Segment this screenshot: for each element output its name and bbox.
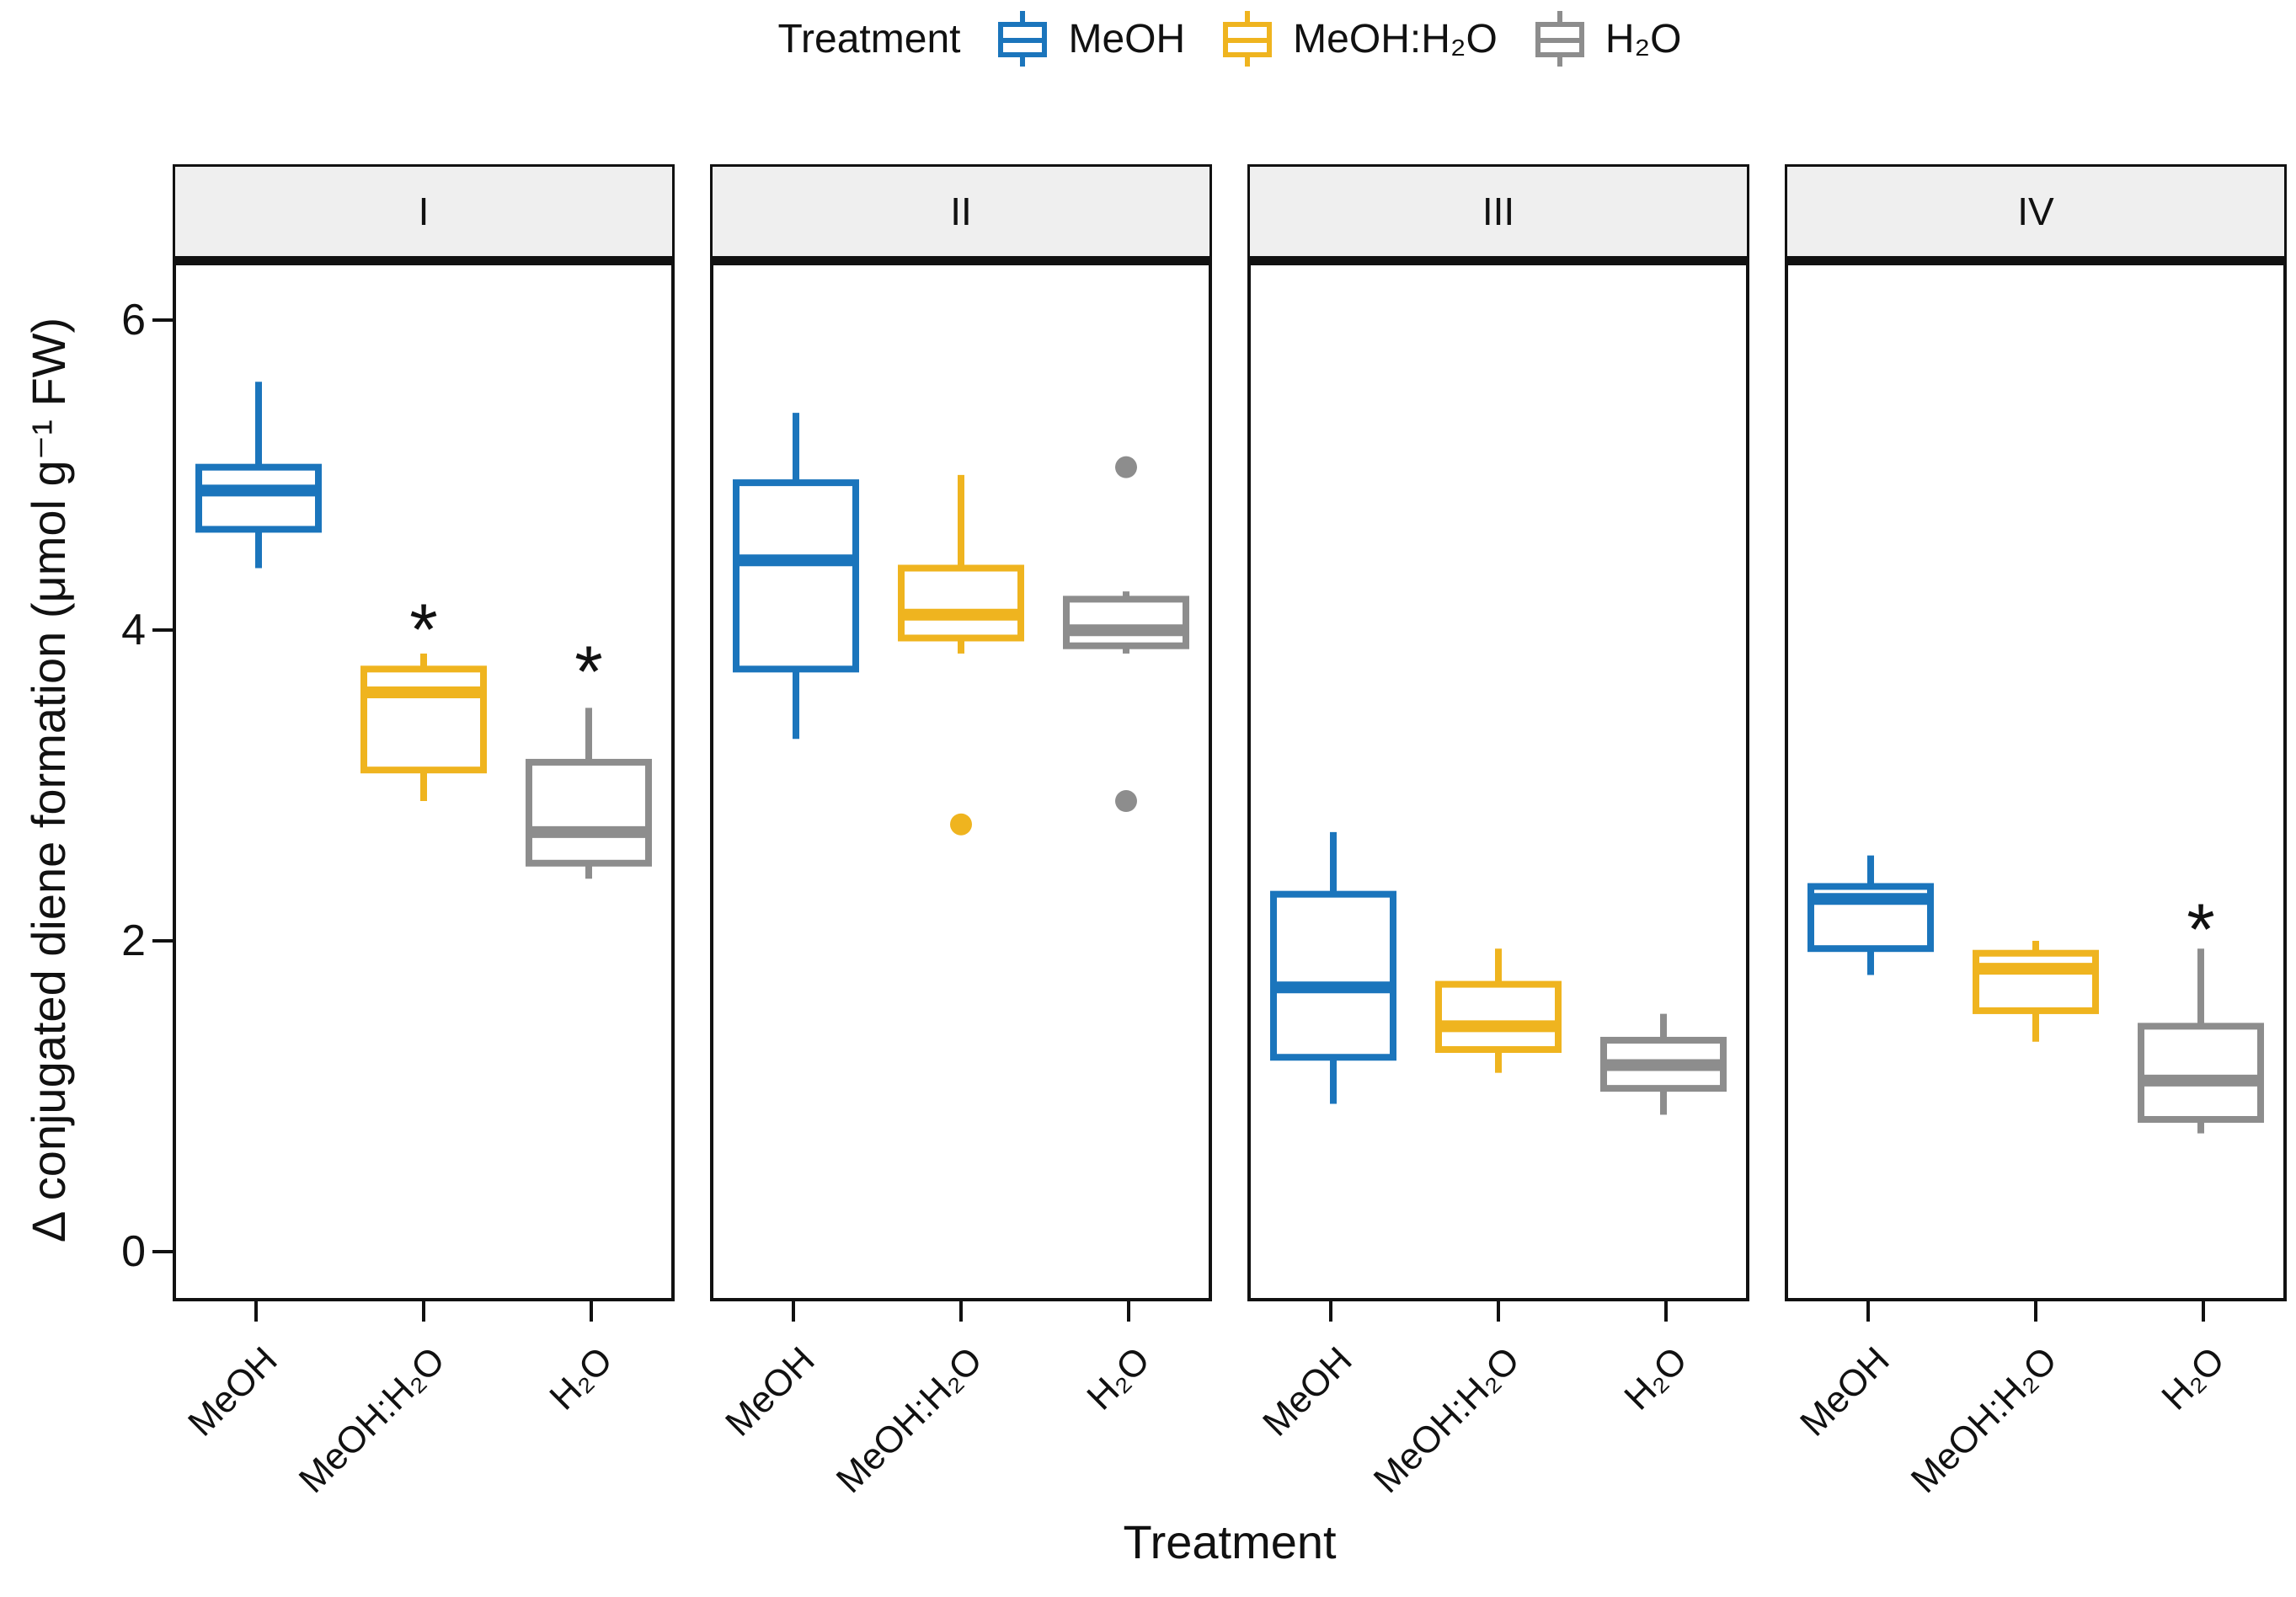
facet-panel-I: ** (173, 259, 675, 1301)
box-II-H₂O (1063, 456, 1189, 813)
y-tick-mark (152, 1249, 173, 1253)
box-IV-H₂O: * (2138, 889, 2264, 1134)
x-tick-mark (959, 1301, 963, 1322)
outlier-point (1115, 790, 1137, 813)
y-tick-label: 6 (121, 295, 146, 345)
box-I-H₂O: * (526, 632, 652, 879)
x-tick-mark (1663, 1301, 1668, 1322)
box-II-MeOH:H₂O (898, 474, 1024, 836)
boxplot-canvas (1270, 831, 1727, 1115)
box-III-MeOH (1270, 831, 1396, 1104)
facet-strip-label: II (950, 190, 972, 233)
legend-entry-label: MeOH (1068, 16, 1186, 61)
legend-entry-1: MeOH (992, 8, 1185, 69)
x-tick-mark (1329, 1301, 1333, 1322)
facet-strip-III: III (1247, 164, 1749, 259)
x-axis-title: Treatment (1123, 1515, 1337, 1568)
x-tick-mark (2034, 1301, 2037, 1322)
boxplot-canvas: ** (195, 382, 652, 879)
x-tick-mark (1497, 1301, 1500, 1322)
outlier-point (1115, 456, 1137, 478)
y-tick-mark (152, 628, 173, 633)
boxplot-key-icon (1535, 11, 1584, 67)
facet-strip-label: III (1482, 190, 1515, 233)
facet-strip-label: I (418, 190, 430, 233)
facet-panel-II (710, 259, 1212, 1301)
y-axis-title: Δ conjugated diene formation (μmol g⁻¹ F… (22, 317, 75, 1243)
boxplot-key-icon (1223, 11, 1273, 67)
y-tick-label: 2 (121, 916, 146, 965)
x-tick-mark (2201, 1301, 2205, 1322)
boxplot-canvas (733, 413, 1189, 836)
legend-title: Treatment (777, 16, 961, 61)
legend: Treatment MeOH MeOH:H₂O H₂O (173, 5, 2287, 72)
x-tick-mark (254, 1301, 259, 1322)
boxplot-key-icon (998, 11, 1048, 67)
box-III-H₂O (1600, 1013, 1727, 1115)
facet-panel-IV: * (1785, 259, 2287, 1301)
y-tick-mark (152, 938, 173, 943)
significance-star: * (574, 632, 602, 713)
y-tick-mark (152, 318, 173, 322)
x-tick-mark (792, 1301, 796, 1322)
legend-entry-3: H₂O (1530, 8, 1682, 69)
legend-entry-label: H₂O (1605, 16, 1682, 61)
y-tick-label: 4 (121, 606, 146, 655)
boxplot-canvas: * (1807, 855, 2264, 1134)
box-IV-MeOH (1807, 855, 1934, 975)
x-tick-mark (422, 1301, 425, 1322)
x-tick-mark (1866, 1301, 1871, 1322)
facet-strip-label: IV (2017, 190, 2054, 233)
box-I-MeOH (195, 382, 322, 569)
outlier-point (950, 813, 972, 836)
x-tick-mark (1126, 1301, 1130, 1322)
box-III-MeOH:H₂O (1435, 948, 1562, 1073)
legend-entry-2: MeOH:H₂O (1217, 8, 1498, 69)
x-tick-mark (589, 1301, 593, 1322)
facet-panel-III (1247, 259, 1749, 1301)
facet-strip-II: II (710, 164, 1212, 259)
box-II-MeOH (733, 413, 859, 740)
significance-star: * (2187, 889, 2214, 970)
significance-star: * (409, 590, 437, 670)
facet-strip-I: I (173, 164, 675, 259)
box-I-MeOH:H₂O: * (360, 590, 487, 802)
y-tick-label: 0 (121, 1226, 146, 1276)
box-IV-MeOH:H₂O (1973, 940, 2099, 1042)
facet-strip-IV: IV (1785, 164, 2287, 259)
legend-entry-label: MeOH:H₂O (1293, 16, 1498, 61)
